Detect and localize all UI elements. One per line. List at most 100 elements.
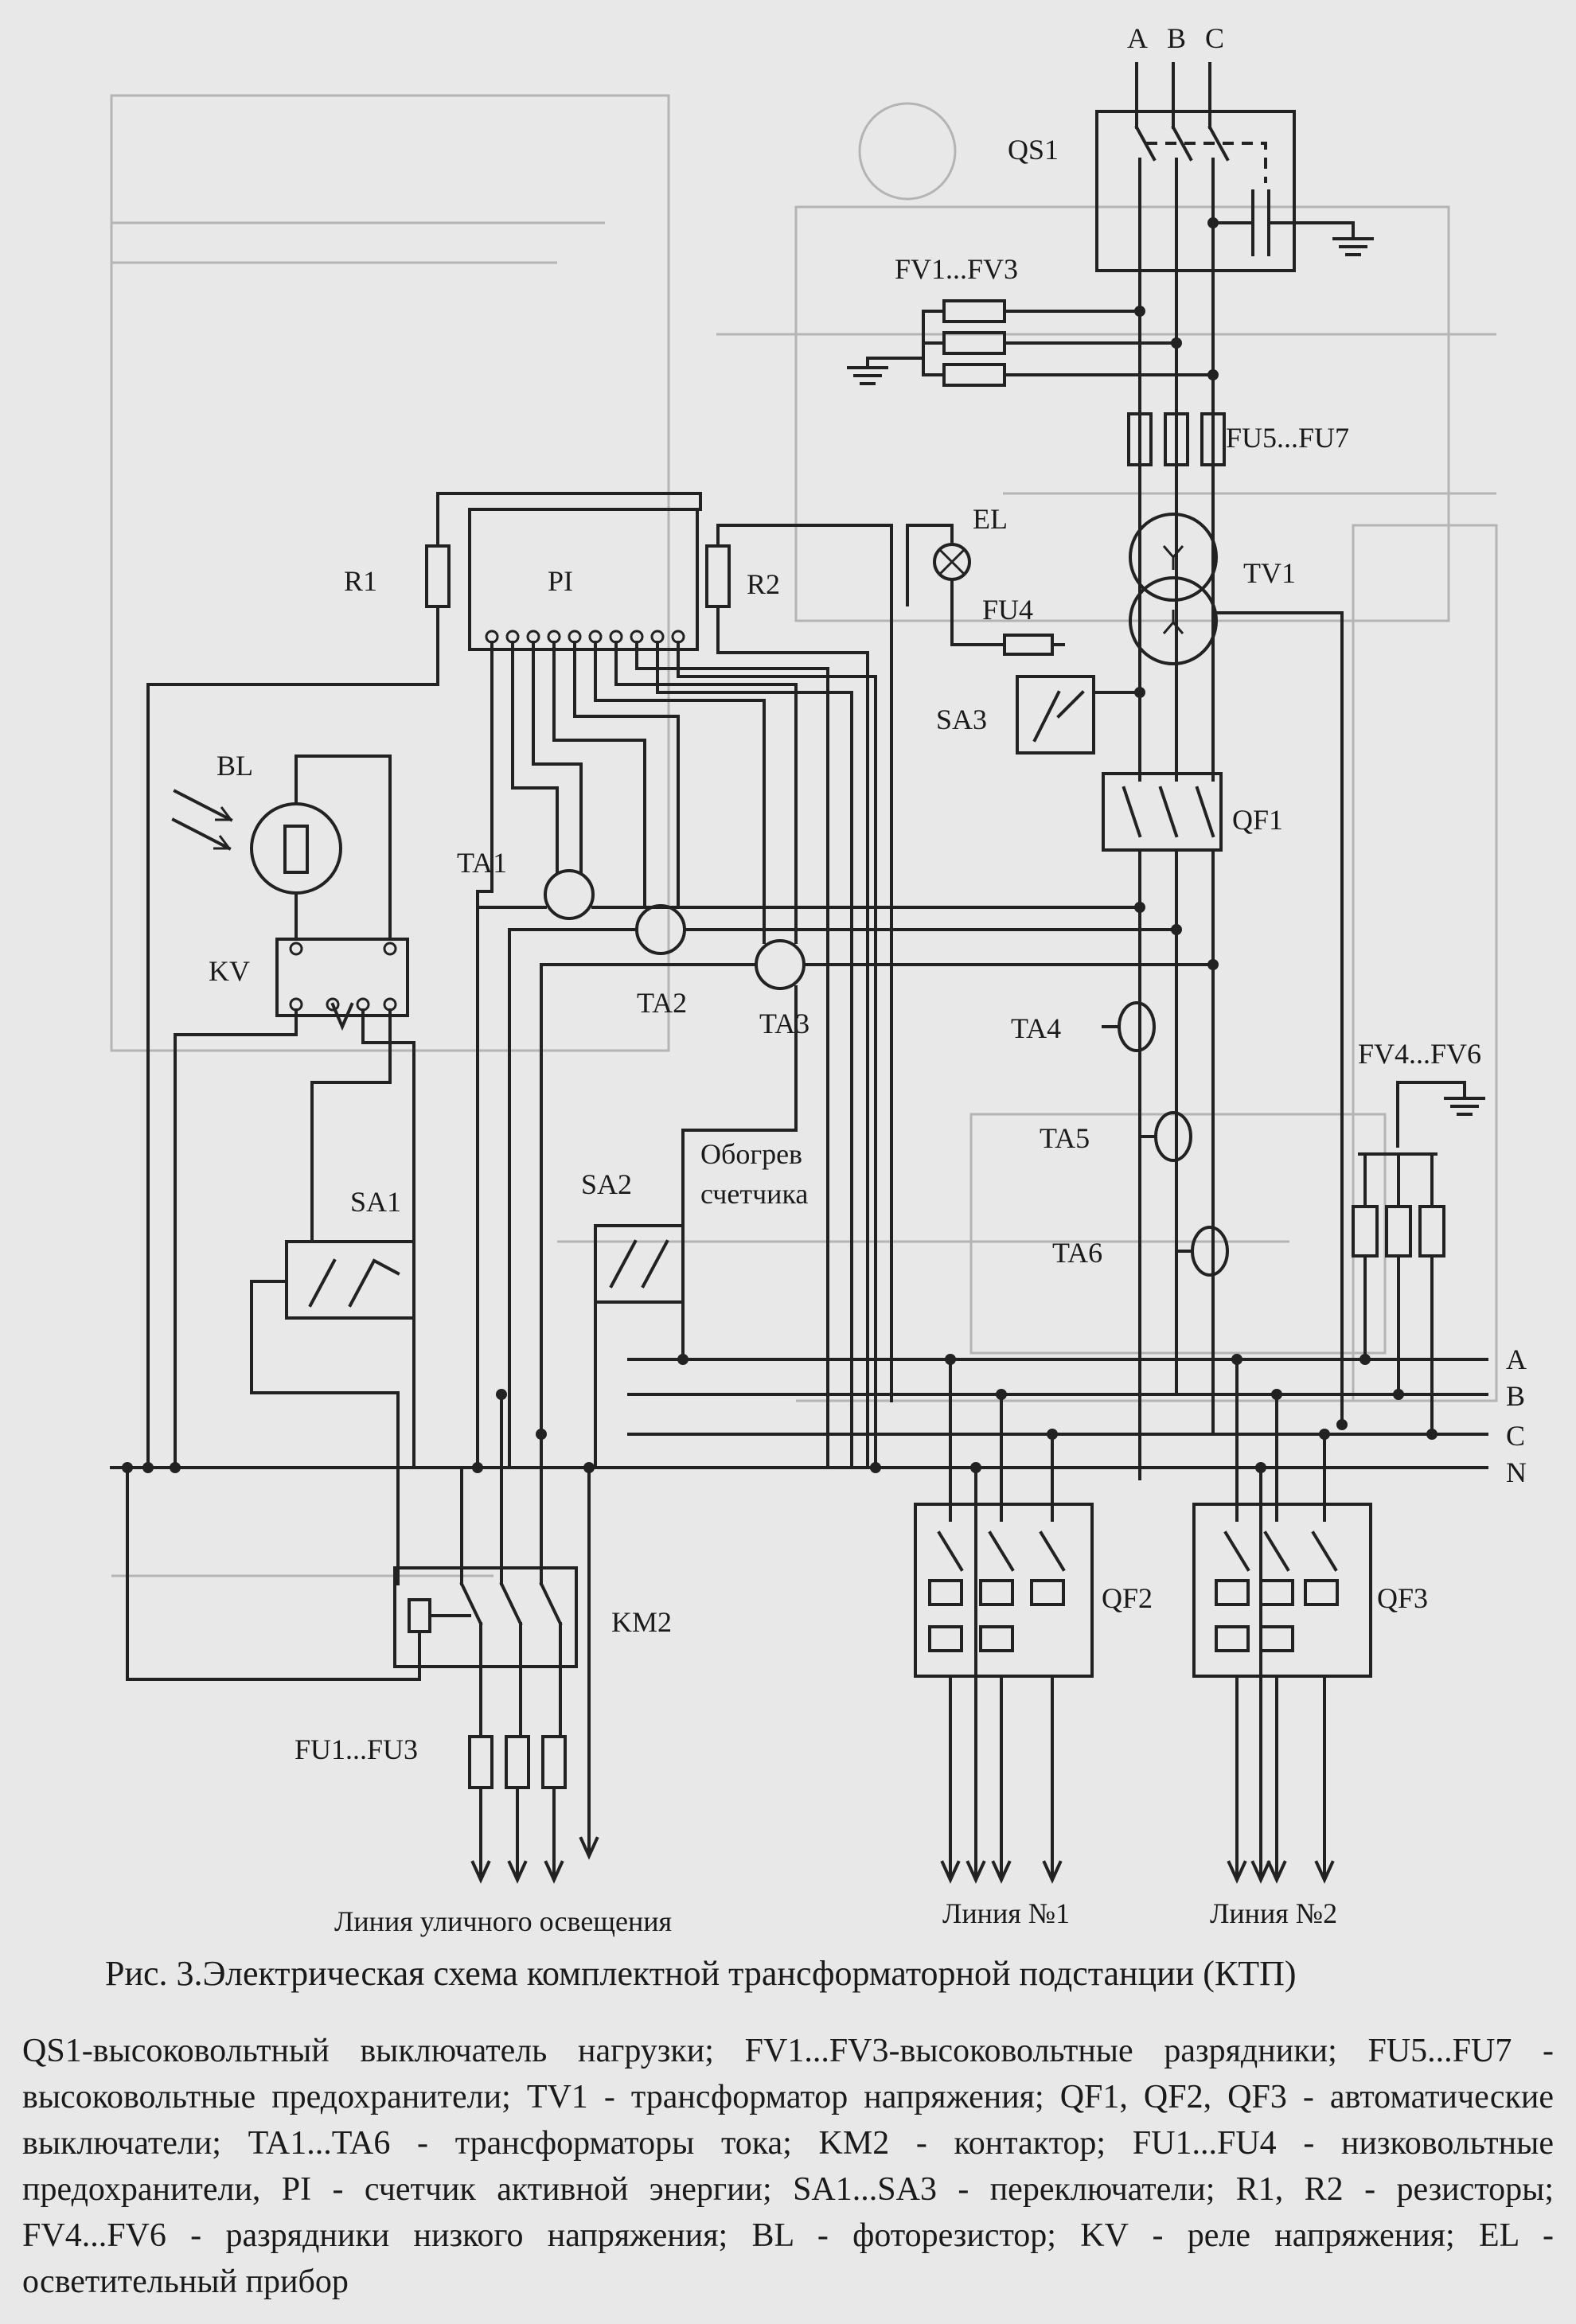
qf1-contacts xyxy=(1122,786,1215,838)
qf2-contacts xyxy=(937,1530,1066,1572)
qf3-contacts xyxy=(1223,1530,1338,1572)
line1-outputs xyxy=(949,1466,1054,1880)
component-legend: QS1-высоковольтный выключатель нагрузки;… xyxy=(22,2033,1554,2300)
sa2-wires xyxy=(594,985,798,1469)
heater-label-line1: Обогрев xyxy=(700,1138,802,1170)
ta3-label: TA3 xyxy=(759,1008,809,1039)
background-drawing xyxy=(110,94,1498,1577)
line2-outputs xyxy=(1235,1466,1326,1880)
fv4-fv6-arresters xyxy=(1352,1152,1445,1436)
earth-symbol-qs1 xyxy=(1332,237,1374,256)
earth-symbol-fv xyxy=(847,366,888,385)
km2-supply-wires xyxy=(460,1393,543,1585)
fu4-fuse xyxy=(1003,634,1054,656)
qf3-trip-units xyxy=(1215,1579,1339,1652)
sa1-contacts xyxy=(308,1258,400,1308)
km2-contacts xyxy=(428,1581,563,1626)
phase-input-labels: A B C xyxy=(1127,22,1224,54)
pi-label: PI xyxy=(548,565,573,597)
km2-contactor xyxy=(393,1566,578,1668)
line1-arrows xyxy=(940,1860,1063,1884)
qs1-switch-blades xyxy=(1134,125,1230,162)
qf1-label: QF1 xyxy=(1232,804,1283,836)
el-label: EL xyxy=(973,503,1008,535)
bus-label-b: B xyxy=(1506,1380,1525,1412)
bl-label: BL xyxy=(217,750,253,782)
bus-label-a: A xyxy=(1506,1343,1527,1375)
fu1-fu3-fuses xyxy=(468,1735,567,1789)
bus-label-c: C xyxy=(1506,1420,1525,1452)
figure-caption: Рис. 3.Электрическая схема комплектной т… xyxy=(105,1954,1297,1993)
sa2-switch xyxy=(594,1224,685,1304)
bl-arrow-heads xyxy=(213,806,232,850)
bl-element xyxy=(283,825,309,874)
street-line-outputs xyxy=(479,1786,556,1880)
tv1-label: TV1 xyxy=(1243,557,1296,589)
qs1-label: QS1 xyxy=(1008,134,1059,166)
bl-light-arrows xyxy=(171,789,233,851)
fu5-fu7-label: FU5...FU7 xyxy=(1226,422,1349,454)
meter-upper-wires xyxy=(436,492,893,1402)
el-feed-wire xyxy=(906,524,954,606)
el-to-fu4-wire xyxy=(950,578,1006,646)
sa3-label: SA3 xyxy=(936,704,987,735)
bus-label-n: N xyxy=(1506,1456,1527,1488)
qf3-label: QF3 xyxy=(1377,1582,1428,1614)
km2-coil-return xyxy=(126,1466,421,1681)
kv-output-wires xyxy=(174,1008,415,1469)
street-lighting-label: Линия уличного освещения xyxy=(334,1905,672,1937)
phase-label-b: B xyxy=(1167,22,1186,54)
fv4-fv6-label: FV4...FV6 xyxy=(1358,1038,1481,1070)
fv1-fv3-arresters xyxy=(847,299,1215,387)
r1-resistor xyxy=(425,544,451,608)
line2-arrows xyxy=(1227,1860,1335,1884)
street-line-arrows xyxy=(470,1836,599,1884)
r2-resistor xyxy=(705,544,731,608)
el-lamp-cross xyxy=(938,548,966,576)
r2-label: R2 xyxy=(747,568,780,600)
ct-down-wires xyxy=(508,928,543,1469)
kv-label: KV xyxy=(209,955,250,987)
ta4-ta6-current-transformers xyxy=(1102,1001,1229,1277)
qs1-incoming-leads xyxy=(1135,62,1211,129)
lv-phase-conductors xyxy=(1138,848,1215,1480)
qf2-label: QF2 xyxy=(1102,1582,1153,1614)
km2-to-fu-wires xyxy=(479,1466,591,1856)
qf3-breaker xyxy=(1192,1503,1372,1678)
heater-label-line2: счетчика xyxy=(700,1178,808,1210)
r1-return-wire xyxy=(146,605,439,1469)
kv-terminals xyxy=(289,942,397,1012)
qs1-mechanical-link xyxy=(1146,142,1267,183)
kv-contact xyxy=(330,1002,354,1031)
meter-to-ct-leads xyxy=(476,641,877,1469)
phase-label-c: C xyxy=(1205,22,1224,54)
sa2-contacts xyxy=(609,1239,669,1289)
ta6-label: TA6 xyxy=(1052,1237,1102,1269)
fv1-fv3-label: FV1...FV3 xyxy=(895,253,1018,285)
tv1-transformer xyxy=(1129,513,1344,1426)
sa1-label: SA1 xyxy=(350,1186,401,1218)
qf2-breaker xyxy=(914,1503,1094,1678)
ct-phase-lines xyxy=(476,906,1215,966)
sa1-wires xyxy=(250,1280,415,1585)
qf2-supply-wires xyxy=(949,1358,1054,1522)
sa3-switch xyxy=(1016,675,1095,755)
bus-bars xyxy=(110,1358,1488,1469)
qs1-enclosure xyxy=(1095,110,1296,272)
fu4-label: FU4 xyxy=(982,594,1033,626)
fu5-fu7-fuses xyxy=(1127,412,1226,466)
junction-dots xyxy=(122,217,1438,1473)
qf3-supply-wires xyxy=(1235,1358,1326,1522)
r1-label: R1 xyxy=(344,565,377,597)
line1-label: Линия №1 xyxy=(942,1897,1070,1929)
bl-wires xyxy=(295,755,392,941)
sa3-contacts xyxy=(1032,690,1085,743)
ta4-label: TA4 xyxy=(1011,1012,1061,1044)
fu1-fu3-label: FU1...FU3 xyxy=(295,1733,418,1765)
earthing-element xyxy=(1211,189,1355,256)
earth-symbol-fv4 xyxy=(1444,1097,1485,1116)
line2-label: Линия №2 xyxy=(1210,1897,1337,1929)
pi-terminals xyxy=(485,630,685,644)
sa2-label: SA2 xyxy=(581,1168,632,1200)
